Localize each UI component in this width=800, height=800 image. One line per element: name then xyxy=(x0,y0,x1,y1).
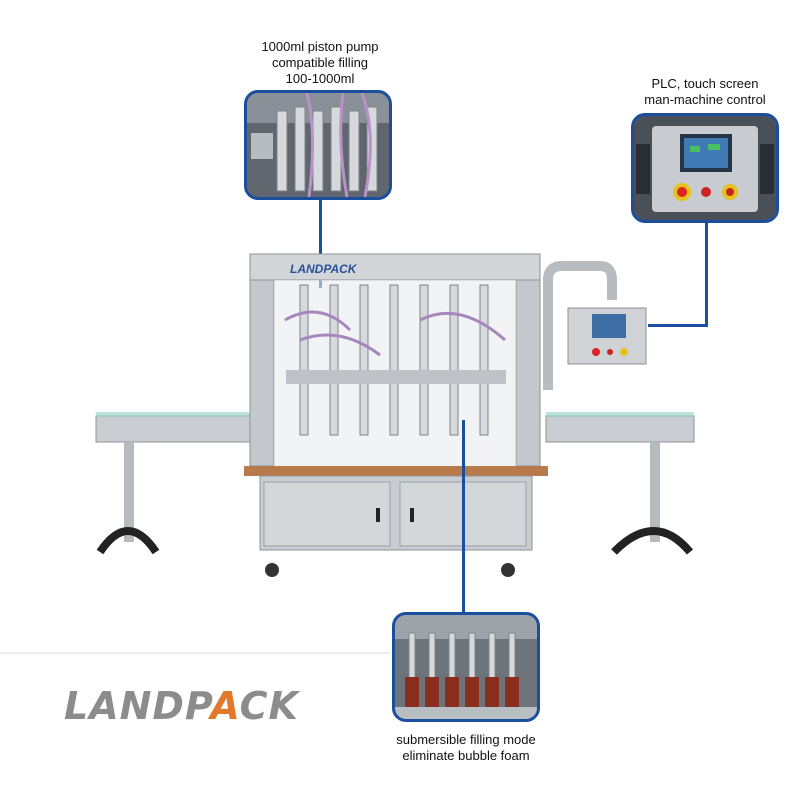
piston-caption-line-3: 100-1000ml xyxy=(285,71,355,86)
piston-leader-line xyxy=(319,200,322,288)
submersible-leader-line xyxy=(462,420,465,614)
logo-accent-letter: A xyxy=(210,684,240,728)
piston-pump-caption: 1000ml piston pump compatible filling 10… xyxy=(220,39,420,87)
floor-divider xyxy=(0,652,390,654)
submersible-closeup-image xyxy=(392,612,540,722)
plc-leader-horizontal xyxy=(648,324,708,327)
filling-machine-illustration: LANDPACK xyxy=(95,253,695,577)
submersible-caption-line-1: submersible filling mode xyxy=(396,732,536,747)
piston-pump-illustration xyxy=(247,93,389,197)
submersible-caption: submersible filling mode eliminate bubbl… xyxy=(374,732,558,764)
piston-caption-line-2: compatible filling xyxy=(271,55,369,70)
plc-closeup-image xyxy=(631,113,779,223)
piston-pump-closeup-image xyxy=(244,90,392,200)
logo-tail: CK xyxy=(239,684,299,728)
logo-head: LANDP xyxy=(64,684,211,728)
plc-leader-vertical xyxy=(705,223,708,327)
submersible-caption-line-2: eliminate bubble foam xyxy=(402,748,530,763)
machine-brand-label: LANDPACK xyxy=(290,262,358,276)
plc-caption: PLC, touch screen man-machine control xyxy=(628,76,782,108)
plc-caption-line-2: man-machine control xyxy=(644,92,766,107)
submersible-illustration xyxy=(395,615,537,719)
landpack-logo: LANDPACK xyxy=(64,684,299,728)
plc-caption-line-1: PLC, touch screen xyxy=(651,76,759,91)
plc-illustration xyxy=(634,116,776,220)
piston-caption-line-1: 1000ml piston pump xyxy=(261,39,379,54)
